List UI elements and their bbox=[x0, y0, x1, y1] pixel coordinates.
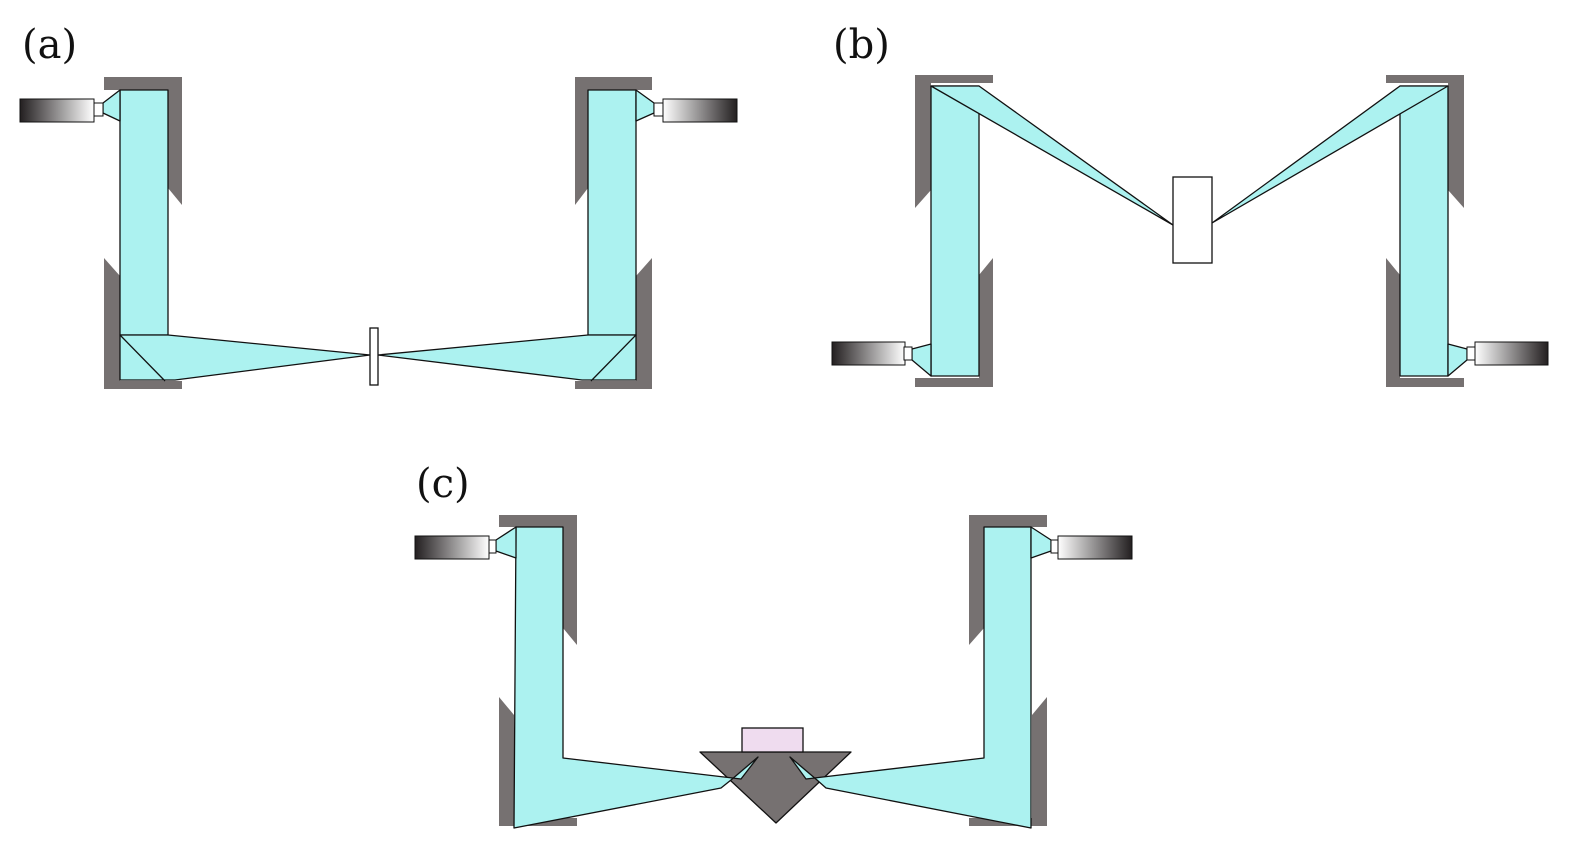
left-beam-path bbox=[513, 526, 759, 829]
right-vertical-beam bbox=[1399, 85, 1449, 377]
right-camera bbox=[1466, 341, 1549, 366]
left-camera-cone bbox=[495, 526, 517, 559]
right-camera-cone bbox=[1030, 526, 1052, 559]
right-camera-cone bbox=[1447, 343, 1468, 377]
right-camera bbox=[653, 98, 738, 123]
right-camera bbox=[1050, 535, 1133, 560]
panel-b-label: (b) bbox=[833, 22, 890, 68]
panel-c: (c) bbox=[414, 461, 1133, 829]
panel-c-label: (c) bbox=[416, 461, 470, 507]
right-beam-path bbox=[789, 526, 1032, 829]
panel-b: (b) bbox=[831, 22, 1549, 387]
right-mount bbox=[969, 515, 1047, 826]
left-mirror-line bbox=[119, 334, 166, 382]
right-mirror-line bbox=[590, 334, 637, 382]
sample bbox=[741, 727, 804, 753]
left-corner-beam bbox=[119, 334, 371, 381]
right-corner-beam bbox=[377, 334, 637, 381]
left-camera bbox=[19, 98, 104, 123]
light-beams bbox=[495, 526, 1052, 829]
sample-slab bbox=[369, 327, 379, 386]
light-beams bbox=[911, 85, 1468, 377]
left-camera-cone bbox=[102, 89, 121, 122]
left-camera bbox=[831, 341, 913, 366]
right-vertical-beam bbox=[587, 89, 637, 336]
right-camera-cone bbox=[635, 89, 655, 122]
left-diagonal-beam bbox=[930, 85, 1174, 226]
right-diagonal-beam bbox=[1211, 85, 1449, 224]
sample-block bbox=[1172, 176, 1213, 264]
left-camera-cone bbox=[911, 343, 932, 377]
left-mount bbox=[499, 515, 577, 826]
panel-a-label: (a) bbox=[22, 22, 77, 68]
left-vertical-beam bbox=[930, 85, 980, 377]
left-camera bbox=[414, 535, 497, 560]
left-vertical-beam bbox=[119, 89, 169, 336]
light-beams bbox=[102, 89, 655, 381]
panel-a: (a) bbox=[19, 22, 738, 389]
